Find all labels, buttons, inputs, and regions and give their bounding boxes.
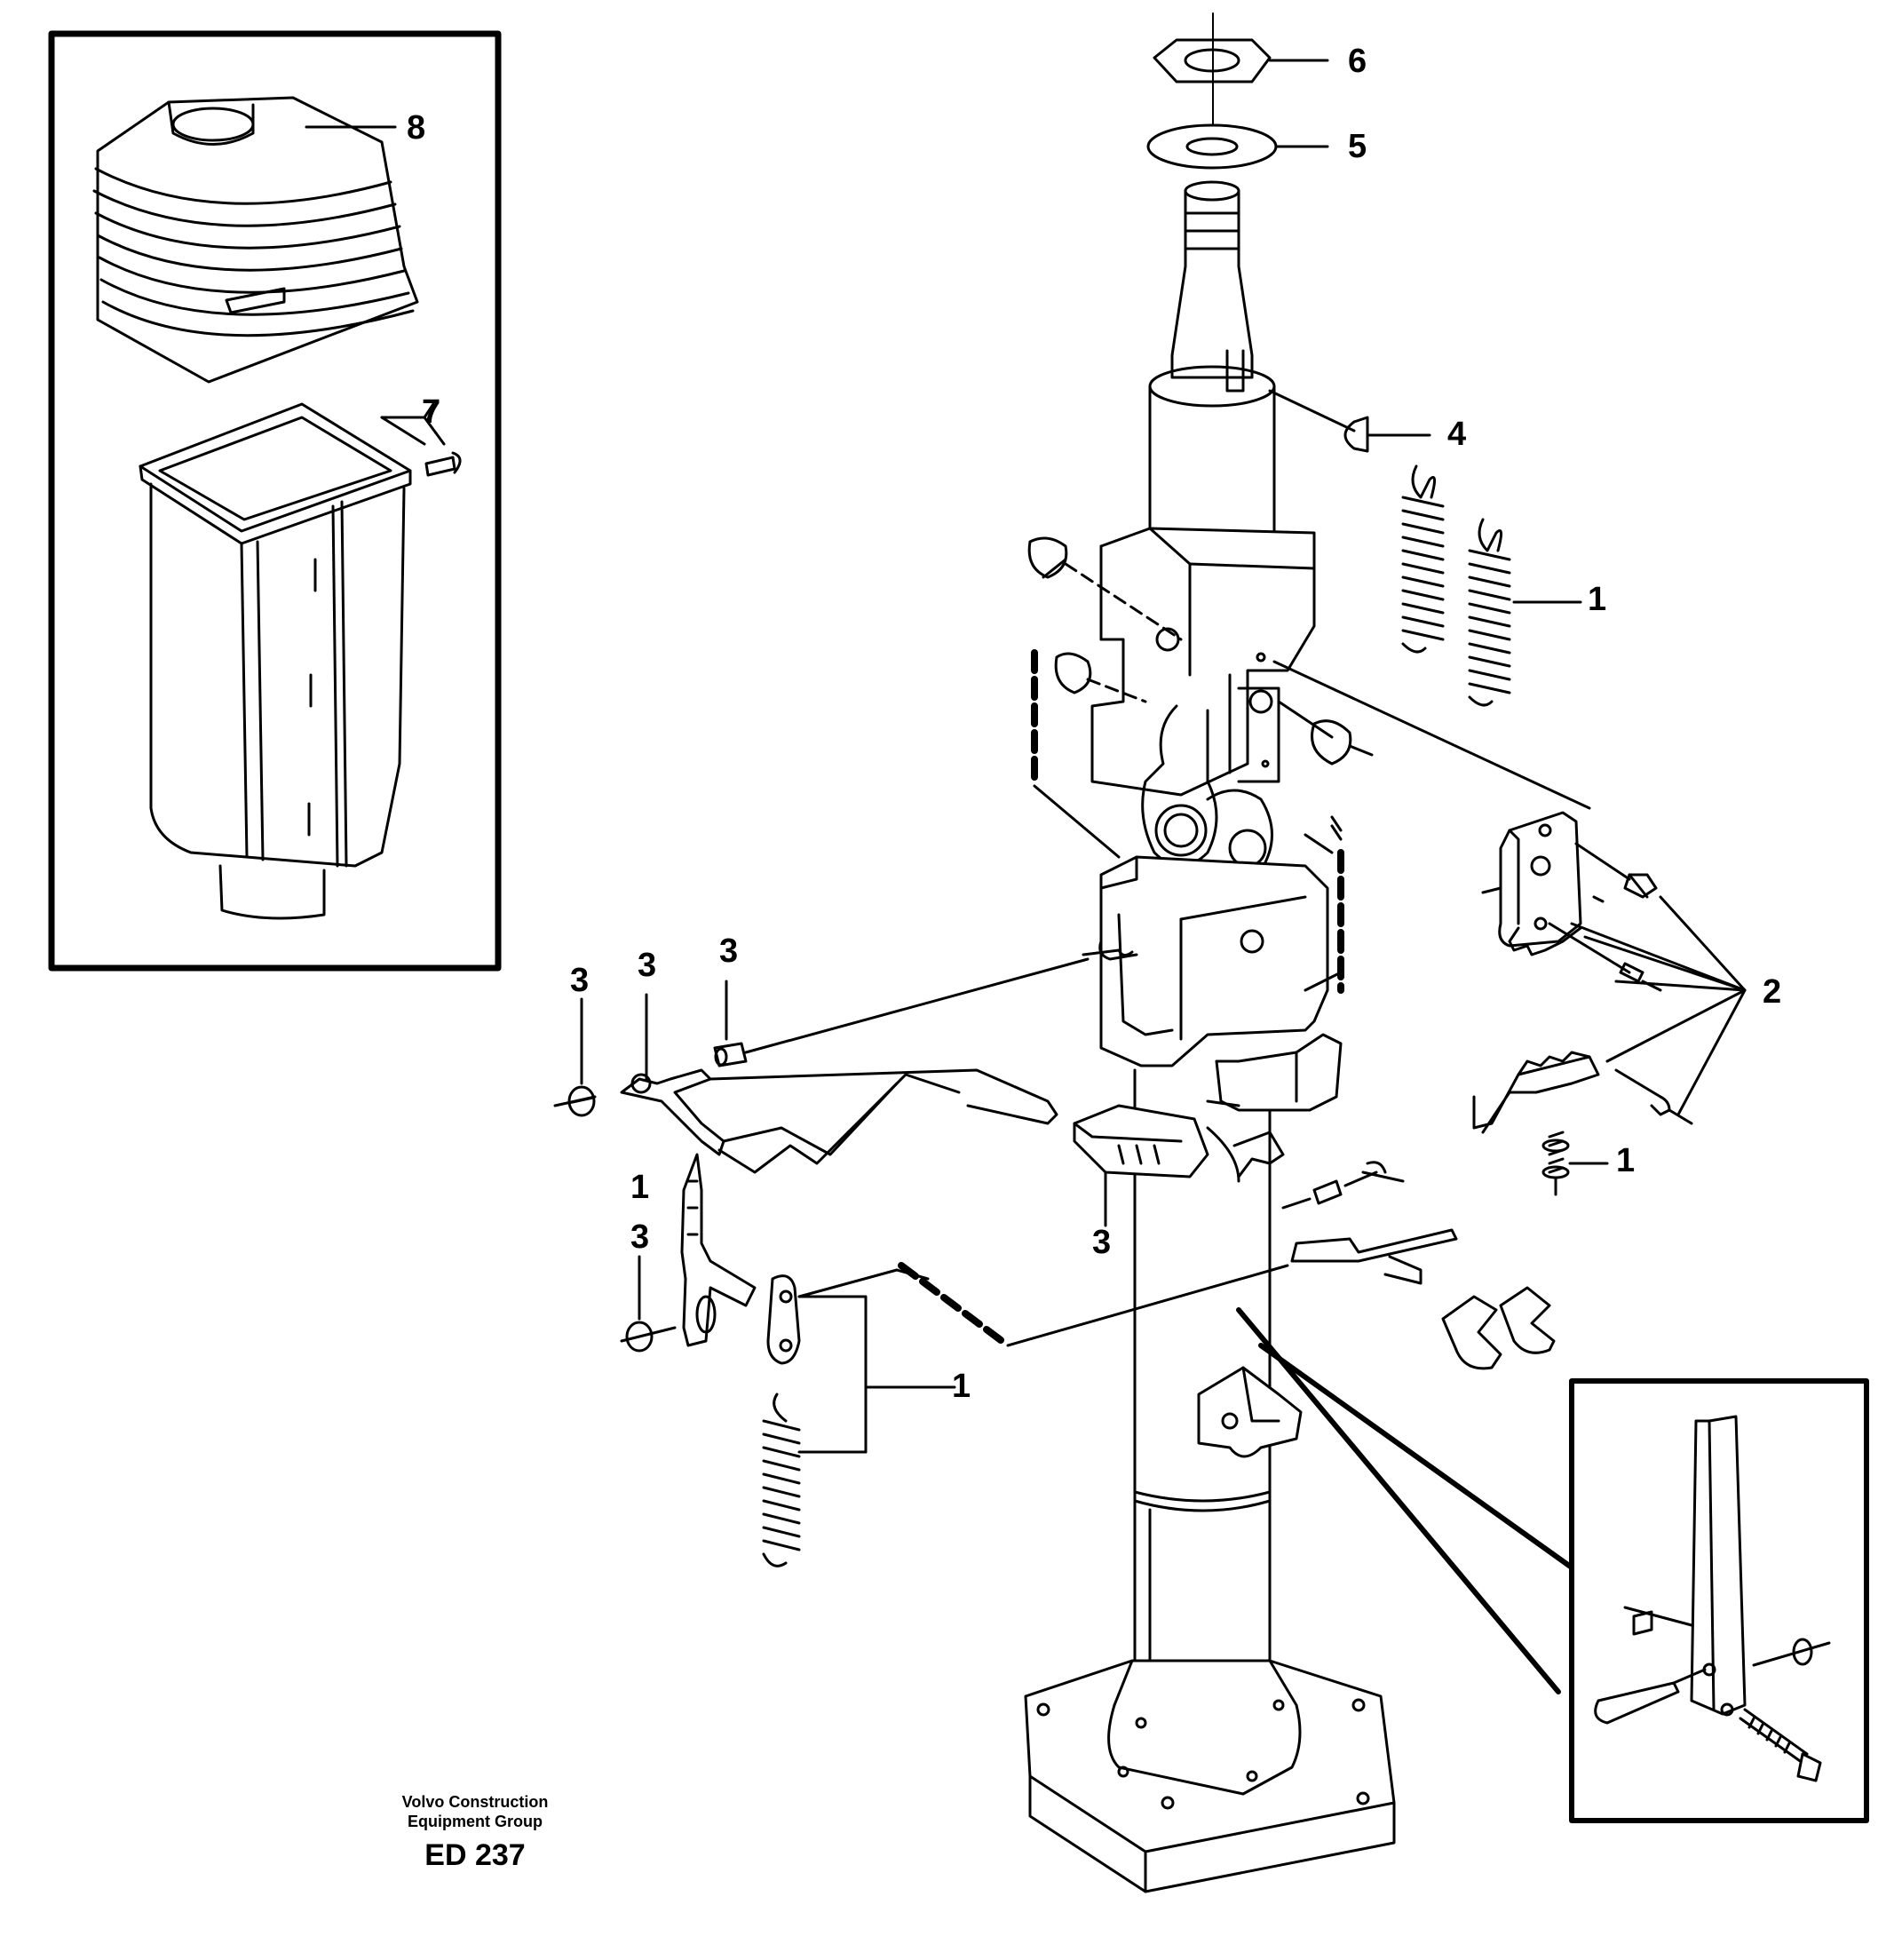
fasteners-upper (1027, 536, 1591, 994)
company-line-2: Equipment Group (408, 1813, 543, 1830)
callout-3-washer: 3 (570, 962, 590, 999)
knob-and-levers (1073, 1033, 1574, 1694)
callout-3-bushing: 3 (719, 932, 739, 970)
diagram-code: ED 237 (424, 1838, 526, 1872)
callout-2: 2 (1763, 973, 1782, 1011)
callout-3-knob: 3 (1092, 1224, 1112, 1261)
washer-5 (1146, 123, 1329, 170)
springs-upper-right (1401, 464, 1582, 707)
housing (139, 402, 462, 920)
callout-1-spring-left: 1 (952, 1368, 971, 1405)
steering-column (1024, 180, 1431, 1893)
nut-6 (1153, 12, 1329, 130)
callout-7: 7 (422, 393, 441, 431)
callout-5: 5 (1348, 128, 1367, 165)
left-linkage (553, 957, 1289, 1567)
inset-detail (1569, 1378, 1869, 1823)
lever-plate (1472, 811, 1747, 1196)
rubber-boot (92, 96, 419, 384)
callout-6: 6 (1348, 43, 1367, 80)
callout-1-springs: 1 (1588, 581, 1607, 618)
callout-1-small-spring: 1 (1616, 1142, 1636, 1179)
callout-3-pin: 3 (638, 947, 657, 984)
callout-1-lever: 1 (630, 1169, 650, 1206)
footer: Volvo Construction Equipment Group ED 23… (373, 1792, 577, 1873)
callout-3-lower-washer: 3 (630, 1218, 650, 1256)
company-line-1: Volvo Construction (401, 1793, 549, 1811)
callout-8: 8 (407, 109, 426, 147)
callout-4: 4 (1447, 416, 1467, 453)
inset-boot-and-housing (48, 30, 502, 972)
